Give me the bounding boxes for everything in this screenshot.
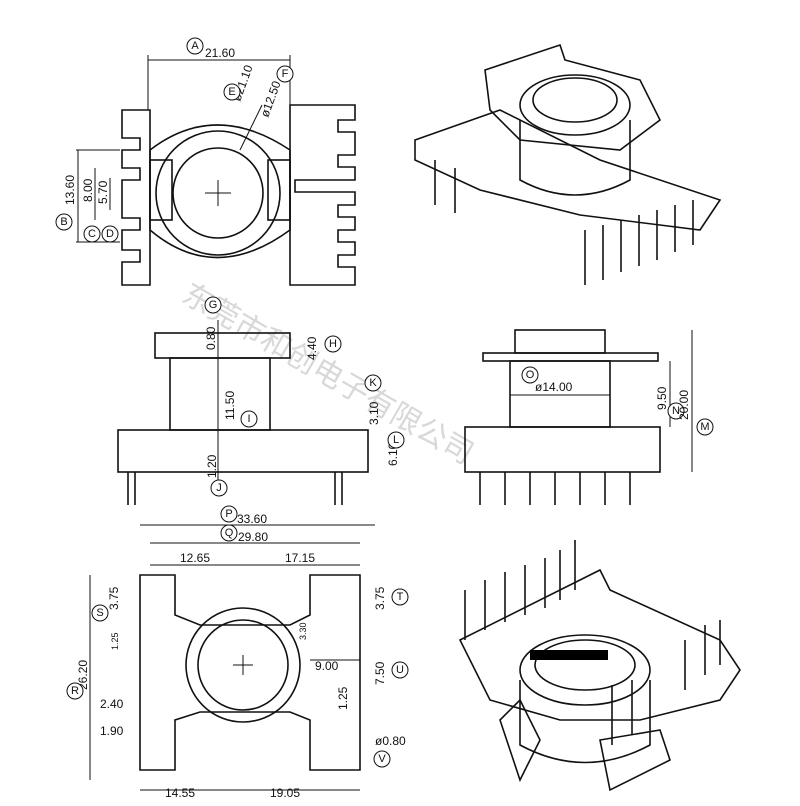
- watermark: 东莞市和创电子有限公司: [176, 277, 479, 472]
- tag-n: N: [672, 405, 680, 417]
- tag-t: T: [397, 591, 404, 603]
- side-view: 0.80 G 4.40 H 11.50 I 1.20 J 3.10 K 6.10…: [117, 296, 405, 505]
- tag-g: G: [209, 299, 218, 311]
- tag-h: H: [329, 338, 337, 350]
- dim-n-value: 9.50: [655, 386, 669, 410]
- tag-o: O: [526, 369, 535, 381]
- isometric-view-bottom: [458, 540, 741, 792]
- tag-i: I: [247, 413, 250, 425]
- tag-r: R: [71, 685, 79, 697]
- iso-pins-top: [584, 200, 694, 285]
- tag-k: K: [369, 377, 377, 389]
- dim-g-value: 0.80: [204, 326, 218, 350]
- front-view: ø14.00 O 9.50 N 20.00 M: [464, 329, 714, 505]
- tag-l: L: [393, 434, 399, 446]
- dim-width-9: 9.00: [315, 659, 339, 673]
- iso-pins-bottom: [464, 540, 721, 745]
- top-view: 21.60 A ø21.10 ø12.50 E F 13.60 8.00 5.7…: [55, 37, 356, 286]
- dim-b-value: 13.60: [63, 175, 77, 205]
- dim-a-value: 21.60: [205, 46, 235, 60]
- dim-f-value: ø12.50: [258, 79, 284, 119]
- bottom-view: 33.60 P 29.80 Q 12.65 17.15 26.20 R 3.75…: [66, 505, 409, 800]
- dim-bottom-left: 14.55: [165, 786, 195, 800]
- dim-u-value: 7.50: [373, 661, 387, 685]
- dim-right-span: 17.15: [285, 551, 315, 565]
- dim-v-value: ø0.80: [375, 734, 406, 748]
- dim-bottom-right: 19.05: [270, 786, 300, 800]
- tag-c: C: [88, 228, 96, 240]
- dim-j-value: 1.20: [205, 454, 219, 478]
- isometric-view-top: [414, 43, 722, 285]
- dim-p-value: 33.60: [237, 512, 267, 526]
- tag-f: F: [282, 68, 289, 80]
- tag-d: D: [106, 228, 114, 240]
- dim-left-span: 12.65: [180, 551, 210, 565]
- tag-j: J: [216, 482, 222, 494]
- dim-pitch-c: 1.25: [336, 686, 350, 710]
- dim-k-value: 3.10: [367, 401, 381, 425]
- tag-v: V: [378, 753, 386, 765]
- dim-d-value: 5.70: [96, 180, 110, 204]
- dim-gap-190: 1.90: [100, 724, 124, 738]
- tag-s: S: [96, 607, 103, 619]
- dim-s-value: 3.75: [107, 586, 121, 610]
- tag-u: U: [396, 664, 404, 676]
- tag-p: P: [225, 508, 232, 520]
- dim-r-value: 26.20: [76, 660, 90, 690]
- dim-m-value: 20.00: [677, 390, 691, 420]
- redaction-bar: [530, 650, 608, 660]
- tag-m: M: [700, 421, 709, 433]
- dim-h-value: 4.40: [305, 336, 319, 360]
- dim-t-value: 3.75: [373, 586, 387, 610]
- dim-q-value: 29.80: [238, 530, 268, 544]
- dim-pitch-b: 3.30: [298, 622, 308, 640]
- dim-gap-240: 2.40: [100, 697, 124, 711]
- tag-b: B: [60, 216, 67, 228]
- dim-o-value: ø14.00: [535, 380, 573, 394]
- tag-e: E: [228, 86, 235, 98]
- side-pins: [127, 472, 343, 505]
- dim-pitch-a: 1.25: [110, 632, 120, 650]
- tag-q: Q: [225, 527, 234, 539]
- front-pins: [479, 472, 631, 505]
- tag-a: A: [191, 40, 199, 52]
- dim-i-value: 11.50: [223, 391, 237, 420]
- dim-c-value: 8.00: [81, 178, 95, 202]
